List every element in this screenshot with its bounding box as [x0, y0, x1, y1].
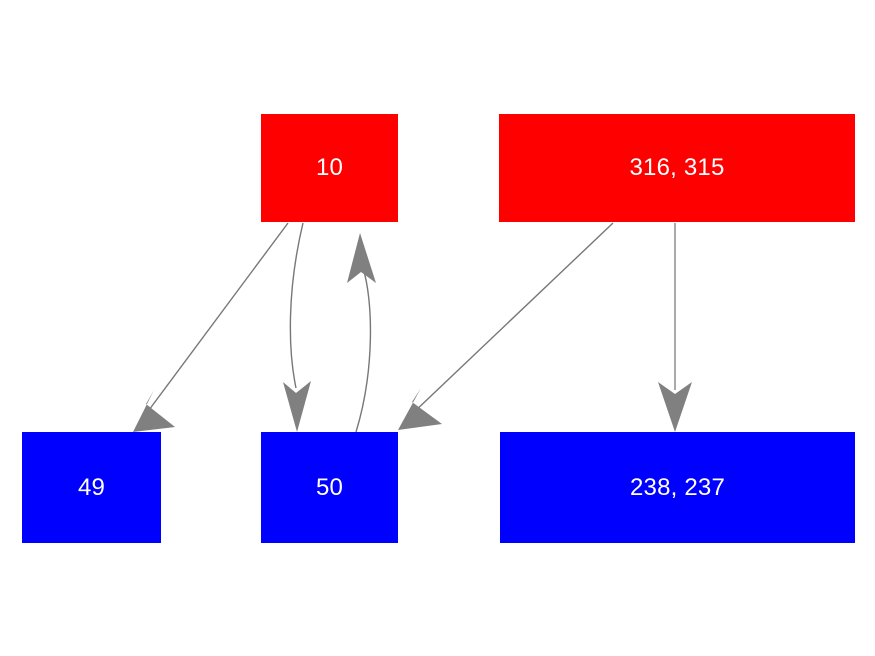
node-10[interactable]: 10 [261, 114, 398, 222]
edge-316-to-238 [658, 223, 692, 432]
node-316-315[interactable]: 316, 315 [499, 114, 855, 222]
node-238-237[interactable]: 238, 237 [500, 432, 855, 543]
edge-10-to-50 [283, 222, 311, 432]
node-238-237-label: 238, 237 [629, 473, 726, 501]
node-49-label: 49 [77, 473, 106, 501]
node-316-315-label: 316, 315 [629, 154, 725, 181]
node-50[interactable]: 50 [261, 432, 398, 543]
node-50-label: 50 [315, 473, 344, 501]
node-10-label: 10 [315, 154, 344, 181]
edge-10-to-49 [133, 222, 289, 432]
edge-50-to-10 [347, 233, 376, 433]
edge-316-to-50 [398, 222, 614, 430]
node-49[interactable]: 49 [22, 432, 161, 543]
